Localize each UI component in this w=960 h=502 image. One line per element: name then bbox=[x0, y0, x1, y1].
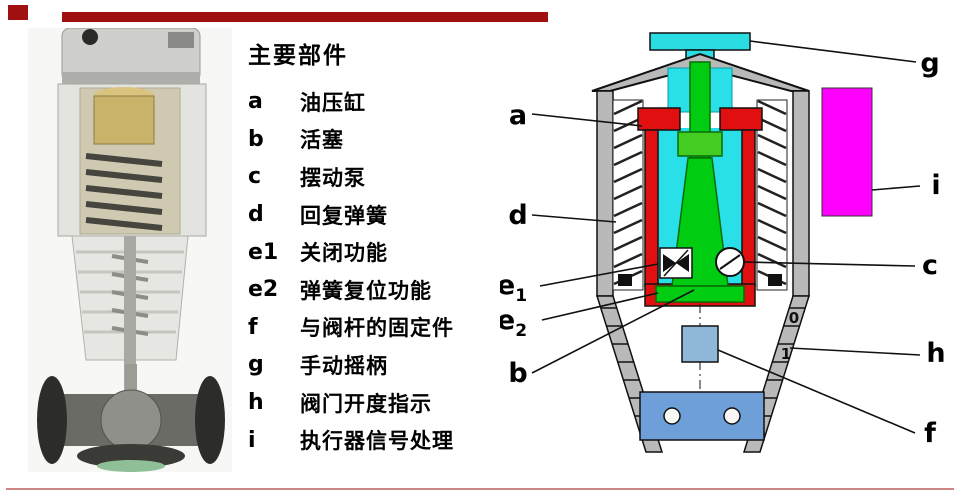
legend-item-label: 阀门开度指示 bbox=[300, 391, 432, 416]
legend-item-label: 回复弹簧 bbox=[300, 203, 388, 228]
legend-title: 主要部件 bbox=[248, 43, 348, 69]
diagram-label-d: d bbox=[508, 200, 527, 231]
pointer-f bbox=[717, 349, 916, 434]
signal-module bbox=[821, 87, 873, 217]
legend-item-label: 弹簧复位功能 bbox=[300, 278, 432, 303]
pointer-i bbox=[871, 185, 921, 191]
legend-item-key: b bbox=[248, 126, 264, 152]
legend-item: e1 关闭功能 bbox=[248, 233, 500, 271]
legend-item: h 阀门开度指示 bbox=[248, 384, 500, 422]
diagram-label-a: a bbox=[509, 100, 527, 131]
pointer-a bbox=[531, 113, 643, 127]
diagram-label-i: i bbox=[931, 170, 940, 201]
legend-item: f 与阀杆的固定件 bbox=[248, 309, 500, 347]
legend-item: i 执行器信号处理 bbox=[248, 421, 500, 459]
label-main: e bbox=[500, 270, 515, 301]
photo-upper-housing bbox=[57, 83, 207, 237]
legend-item-key: d bbox=[248, 202, 264, 228]
label-main: a bbox=[509, 100, 527, 131]
legend-item-label: 油压缸 bbox=[300, 90, 366, 115]
spring-seat-left bbox=[618, 274, 632, 286]
pointer-e2 bbox=[541, 292, 659, 321]
yoke-hole-left bbox=[663, 407, 681, 425]
title-underline-bar bbox=[62, 12, 548, 22]
pump-symbol bbox=[715, 247, 745, 277]
pointer-b bbox=[531, 289, 695, 374]
diagram-label-h: h bbox=[926, 338, 945, 369]
diagram-label-g: g bbox=[920, 48, 939, 79]
return-spring-left bbox=[612, 99, 644, 291]
legend-item-label: 执行器信号处理 bbox=[300, 429, 454, 454]
label-main: b bbox=[508, 358, 527, 389]
bottom-divider-line bbox=[6, 488, 954, 490]
legend-item-label: 关闭功能 bbox=[300, 241, 388, 266]
legend-item-label: 活塞 bbox=[300, 128, 344, 153]
legend-item-key: e2 bbox=[248, 277, 279, 303]
pointer-g bbox=[749, 40, 917, 63]
top-accent-square bbox=[8, 5, 28, 20]
legend-item-key: c bbox=[248, 164, 262, 190]
legend-item-label: 与阀杆的固定件 bbox=[300, 316, 454, 341]
legend: 主要部件 a 油压缸 b 活塞 c 摆动泵 d 回复弹簧 e1 关闭功能 e2 … bbox=[248, 36, 500, 459]
diagram-label-b: b bbox=[508, 358, 527, 389]
pointer-c bbox=[743, 261, 916, 267]
scale-number-1: 1 bbox=[781, 345, 791, 363]
return-spring-right bbox=[756, 99, 788, 291]
yoke-plate bbox=[639, 391, 765, 441]
legend-item-label: 手动摇柄 bbox=[300, 353, 388, 378]
diagram-label-e2: e2 bbox=[500, 305, 527, 341]
legend-item-key: e1 bbox=[248, 239, 279, 265]
photo-mid-section bbox=[71, 235, 189, 396]
label-main: e bbox=[500, 305, 515, 336]
pointer-d bbox=[531, 214, 617, 223]
legend-item: d 回复弹簧 bbox=[248, 196, 500, 234]
yoke-hole-right bbox=[723, 407, 741, 425]
pointer-e1 bbox=[539, 263, 659, 287]
diagram-label-c: c bbox=[922, 250, 938, 281]
pointer-lines bbox=[531, 40, 921, 434]
scale-number-0: 0 bbox=[789, 309, 799, 327]
actuator-schematic: 0 1 a d bbox=[500, 32, 946, 453]
legend-item-key: h bbox=[248, 390, 264, 416]
legend-item: b 活塞 bbox=[248, 121, 500, 159]
legend-item: a 油压缸 bbox=[248, 83, 500, 121]
piston-nut bbox=[677, 131, 723, 157]
label-sub: 2 bbox=[515, 321, 527, 341]
photo-stem bbox=[124, 236, 136, 396]
legend-item-key: i bbox=[248, 427, 256, 453]
diagram-label-f: f bbox=[924, 418, 936, 449]
legend-item-key: a bbox=[248, 89, 263, 115]
photo-top-cap bbox=[61, 28, 201, 84]
stem-coupler bbox=[681, 325, 719, 363]
photo-spring-coil bbox=[85, 153, 163, 231]
actuator-photo bbox=[28, 28, 232, 472]
spring-seat-right bbox=[768, 274, 782, 286]
legend-item-key: f bbox=[248, 314, 258, 340]
label-sub: 1 bbox=[515, 286, 527, 306]
photo-valve-body bbox=[37, 364, 225, 472]
piston-base bbox=[655, 285, 745, 303]
close-valve-symbol bbox=[659, 247, 693, 279]
label-main: d bbox=[508, 200, 527, 231]
legend-item: e2 弹簧复位功能 bbox=[248, 271, 500, 309]
legend-item: g 手动摇柄 bbox=[248, 346, 500, 384]
legend-item-label: 摆动泵 bbox=[300, 165, 366, 190]
diagram-label-e1: e1 bbox=[500, 270, 527, 306]
legend-item: c 摆动泵 bbox=[248, 158, 500, 196]
legend-item-key: g bbox=[248, 352, 264, 378]
pointer-h bbox=[789, 347, 921, 356]
